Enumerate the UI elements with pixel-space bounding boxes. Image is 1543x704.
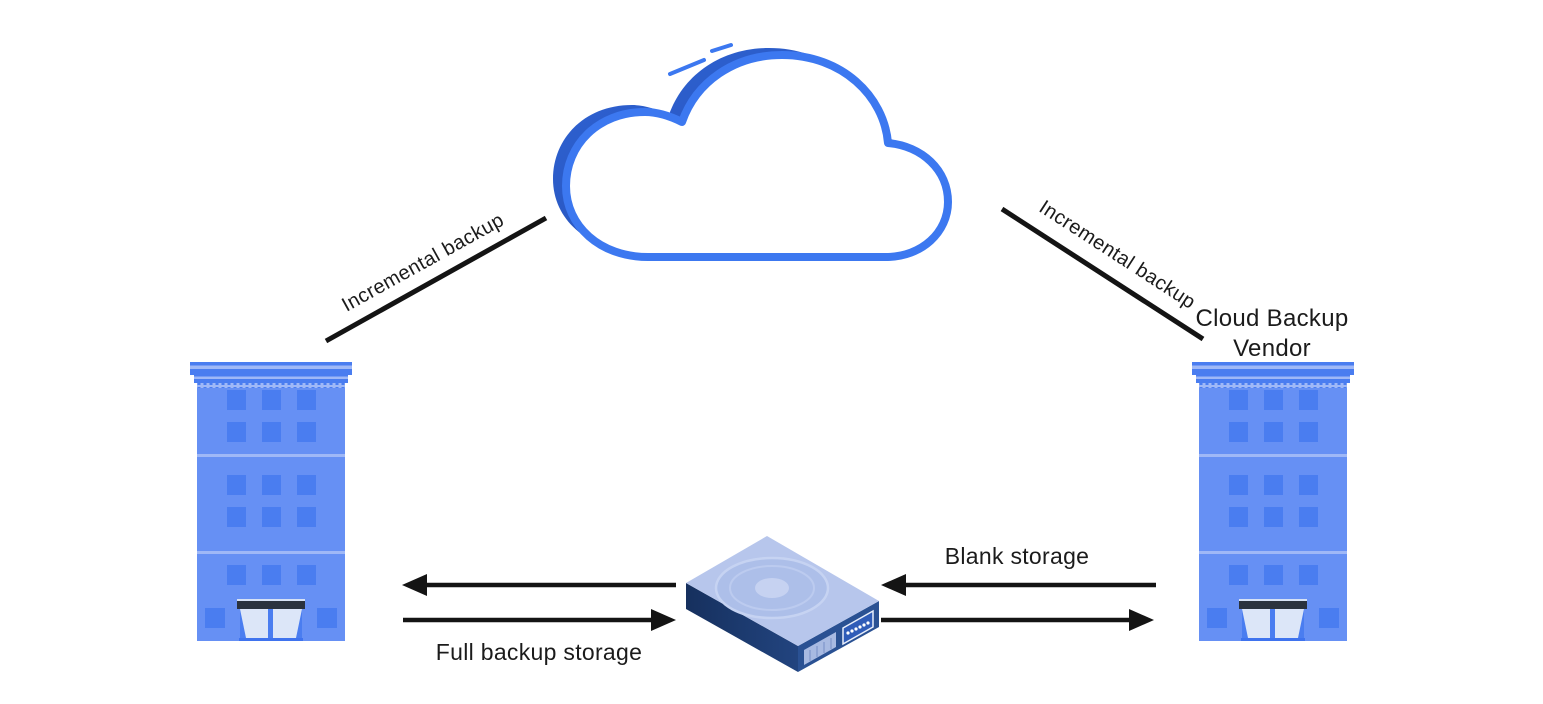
cloud-dash-short (710, 43, 733, 53)
incremental-backup-line-left (324, 215, 548, 344)
drive-connector-pins (842, 609, 874, 646)
incremental-backup-left-label: Incremental backup (338, 209, 508, 316)
cloud-icon (553, 43, 952, 261)
arrow-drive-to-left-building (402, 574, 676, 596)
incremental-backup-line-right (1000, 206, 1205, 342)
drive-connector-ridged (804, 632, 836, 665)
cloud-backup-vendor-label-line1: Cloud Backup (1195, 305, 1348, 332)
arrow-left-building-to-drive (403, 609, 676, 631)
cloud-dash-long (668, 58, 706, 76)
office-building-icon (190, 362, 352, 641)
incremental-backup-right-label: Incremental backup (1035, 196, 1199, 313)
arrow-right-building-to-drive (881, 574, 1156, 596)
cloud-backup-vendor-label-line2: Vendor (1233, 335, 1311, 362)
cloud-outline (562, 51, 952, 261)
hard-drive-icon (686, 536, 879, 672)
blank-storage-label: Blank storage (945, 543, 1090, 569)
full-backup-storage-label: Full backup storage (436, 639, 642, 665)
office-building-icon (1192, 362, 1354, 641)
arrow-drive-to-right-building (881, 609, 1154, 631)
